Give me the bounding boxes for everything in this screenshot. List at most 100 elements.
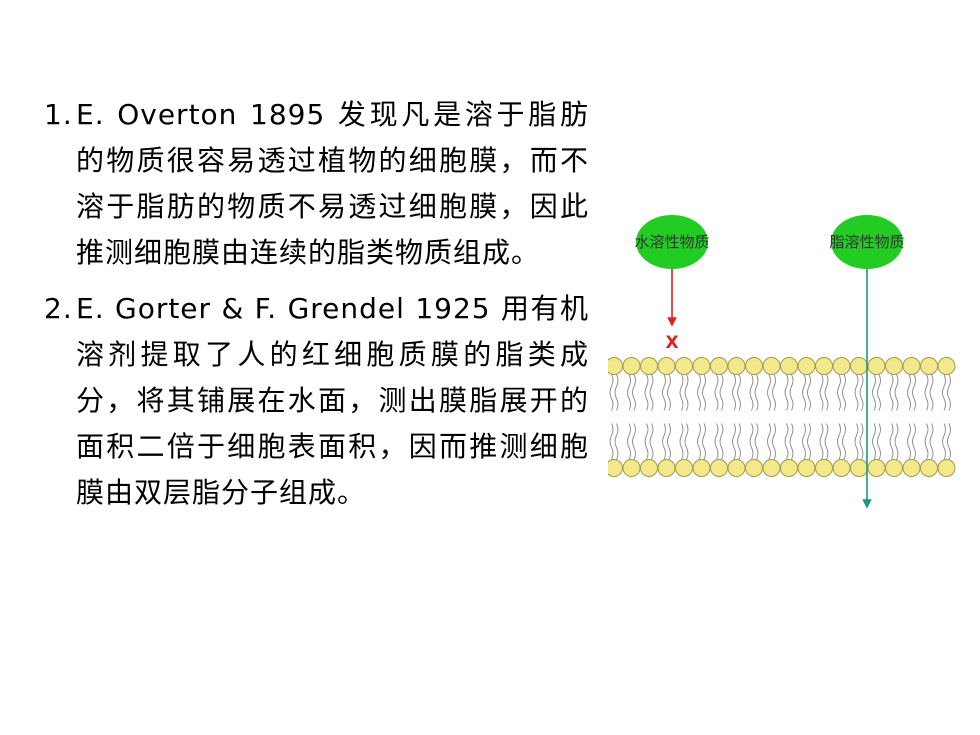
list-item-2: 2. E. Gorter & F. Grendel 1925 用有机溶剂提取了人… bbox=[44, 286, 589, 516]
lipid-tail bbox=[662, 374, 666, 411]
lipid-head bbox=[780, 357, 798, 375]
lipid-head bbox=[815, 459, 833, 477]
lipid-tail bbox=[789, 423, 794, 460]
lipid-head bbox=[797, 459, 816, 477]
lipid-head bbox=[727, 459, 746, 477]
lipid-tail bbox=[784, 374, 789, 411]
lipid-head bbox=[797, 357, 816, 375]
lipid-tail bbox=[719, 374, 724, 411]
lipid-tail bbox=[819, 423, 824, 460]
lipid-head bbox=[622, 459, 641, 477]
lipid-soluble-label: 脂溶性物质 bbox=[829, 233, 904, 251]
lipid-tail bbox=[929, 374, 934, 411]
lipid-tail bbox=[907, 423, 911, 460]
bilayer bbox=[608, 357, 956, 477]
lipid-tail bbox=[907, 374, 911, 411]
lipid-tail bbox=[627, 374, 631, 411]
lipid-tail bbox=[807, 374, 811, 411]
lipid-head bbox=[640, 357, 658, 375]
lipid-tail bbox=[889, 423, 894, 460]
lipid-head bbox=[832, 459, 851, 477]
lipid-tail bbox=[714, 423, 719, 460]
lipid-tail bbox=[807, 423, 811, 460]
lipid-head bbox=[867, 357, 886, 375]
lipid-tail bbox=[837, 374, 841, 411]
lipid-tail bbox=[877, 423, 881, 460]
lipid-soluble-molecule bbox=[831, 215, 903, 269]
lipid-head bbox=[815, 357, 833, 375]
lipid-tail bbox=[732, 423, 736, 460]
lipid-tail bbox=[824, 374, 829, 411]
lipid-head bbox=[675, 459, 693, 477]
lipid-tail bbox=[772, 374, 776, 411]
lipid-head bbox=[850, 459, 868, 477]
lipid-tail bbox=[929, 423, 934, 460]
lipid-tail bbox=[754, 423, 759, 460]
lipid-tail bbox=[667, 374, 671, 411]
water-soluble-label: 水溶性物质 bbox=[634, 233, 709, 251]
lipid-tail bbox=[789, 374, 794, 411]
lipid-tail bbox=[772, 423, 776, 460]
item-number: 2. bbox=[44, 292, 73, 325]
lipid-head bbox=[832, 357, 851, 375]
lipid-head bbox=[608, 459, 623, 477]
lipid-tail bbox=[614, 423, 619, 460]
lipid-tail bbox=[947, 374, 951, 411]
lipid-tail bbox=[732, 374, 736, 411]
lipid-tail bbox=[644, 374, 649, 411]
lipid-head bbox=[710, 357, 728, 375]
lipid-tail bbox=[854, 374, 859, 411]
lipid-tail bbox=[684, 423, 689, 460]
lipid-tail bbox=[749, 423, 754, 460]
lipid-tail bbox=[662, 423, 666, 460]
lipid-tail bbox=[684, 374, 689, 411]
lipid-tail bbox=[737, 374, 741, 411]
lipid-tail bbox=[632, 374, 636, 411]
lipid-head bbox=[885, 459, 903, 477]
text-list: 1. E. Overton 1895 发现凡是溶于脂肪的物质很容易透过植物的细胞… bbox=[44, 92, 589, 516]
lipid-tail bbox=[649, 374, 654, 411]
lipid-tail bbox=[912, 374, 916, 411]
lipid-tail bbox=[749, 374, 754, 411]
lipid-tail bbox=[614, 374, 619, 411]
lipid-tail bbox=[872, 374, 876, 411]
lipid-tail bbox=[737, 423, 741, 460]
lipid-head bbox=[937, 459, 956, 477]
lipid-tail bbox=[632, 423, 636, 460]
lipid-tail bbox=[802, 423, 806, 460]
lipid-head bbox=[780, 459, 798, 477]
lipid-tail bbox=[889, 374, 894, 411]
lipid-tail bbox=[912, 423, 916, 460]
lipid-tail bbox=[702, 423, 706, 460]
lipid-head bbox=[692, 459, 711, 477]
water-soluble-molecule bbox=[636, 215, 708, 269]
lipid-tail bbox=[802, 374, 806, 411]
lipid-tail bbox=[819, 374, 824, 411]
lipid-head bbox=[762, 459, 781, 477]
lipid-tail bbox=[697, 374, 701, 411]
lipid-tail bbox=[947, 423, 951, 460]
lipid-head bbox=[902, 459, 921, 477]
lipid-head bbox=[937, 357, 956, 375]
lipid-head bbox=[850, 357, 868, 375]
lipid-tail bbox=[924, 374, 929, 411]
lipid-head bbox=[710, 459, 728, 477]
lipid-head bbox=[745, 357, 763, 375]
membrane-diagram: 水溶性物质 脂溶性物质 X bbox=[608, 215, 956, 509]
lipid-head bbox=[867, 459, 886, 477]
lipid-tail bbox=[859, 374, 864, 411]
lipid-head bbox=[657, 357, 676, 375]
lipid-tail bbox=[784, 423, 789, 460]
lipid-tail bbox=[767, 423, 771, 460]
item-number: 1. bbox=[44, 98, 73, 131]
lipid-tail bbox=[877, 374, 881, 411]
lipid-head bbox=[762, 357, 781, 375]
lipid-head bbox=[675, 357, 693, 375]
lipid-tail bbox=[837, 423, 841, 460]
lipid-head bbox=[657, 459, 676, 477]
lipid-tail bbox=[702, 374, 706, 411]
lipid-tail bbox=[767, 374, 771, 411]
item-text: E. Overton 1895 发现凡是溶于脂肪的物质很容易透过植物的细胞膜，而… bbox=[76, 98, 589, 269]
lipid-tail bbox=[697, 423, 701, 460]
lipid-head bbox=[727, 357, 746, 375]
